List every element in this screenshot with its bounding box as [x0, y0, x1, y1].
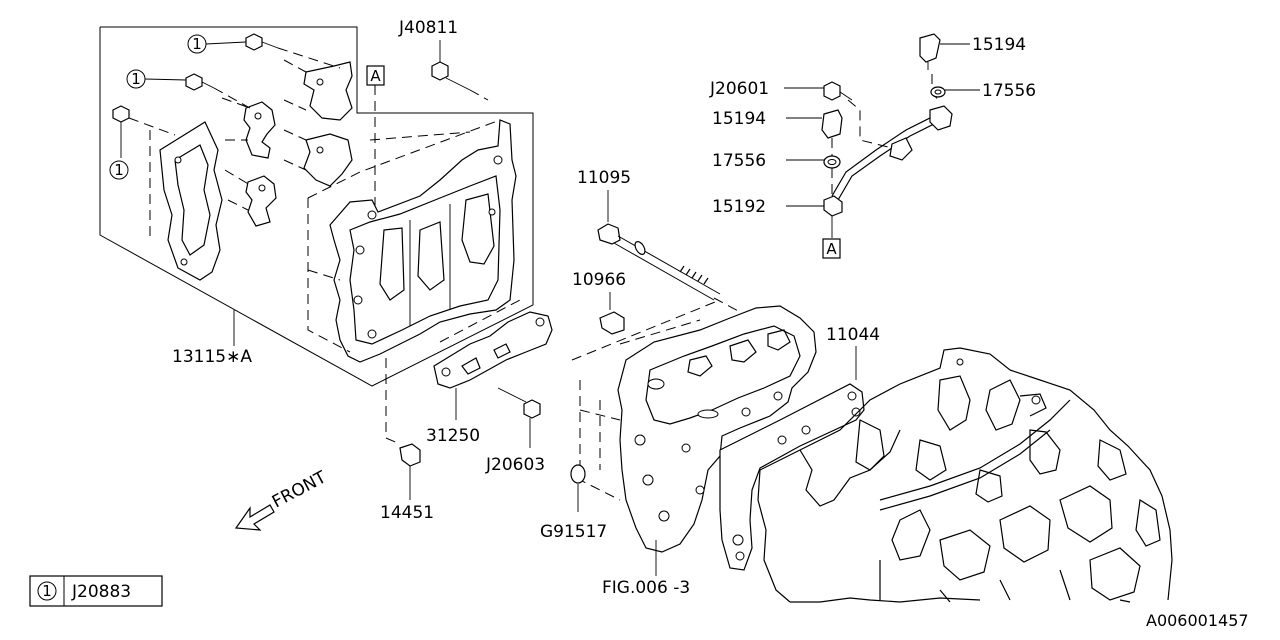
callout-j20601-label: J20601 — [709, 79, 769, 99]
legend-symbol: 1 — [42, 582, 52, 600]
callout-13115a-label: 13115∗A — [172, 347, 252, 367]
legend-part: J20883 — [71, 582, 131, 602]
bolt-11095: 11095 — [577, 168, 741, 313]
callout-14451-label: 14451 — [380, 503, 434, 523]
callout-fig-label: FIG.006 -3 — [602, 578, 690, 598]
cylinder-head-left — [329, 119, 517, 363]
front-arrow: FRONT — [234, 467, 330, 531]
callout-j20603-label: J20603 — [485, 455, 545, 475]
callout-31250-label: 31250 — [426, 426, 480, 446]
legend-box: 1 J20883 — [29, 575, 163, 607]
bolt-j20601: J20601 — [709, 79, 853, 101]
oring-g91517: G91517 — [540, 464, 607, 542]
bolt-15194-lower: 15194 — [712, 109, 843, 156]
part-14451: 14451 — [380, 358, 434, 523]
gasket-11044: 11044 — [719, 325, 880, 571]
svg-text:A: A — [370, 67, 381, 85]
callout-10966-label: 10966 — [572, 270, 626, 290]
cam-cap-alignment-lines — [149, 59, 307, 240]
washer-17556-lower: 17556 — [712, 151, 841, 196]
cam-cap-3 — [303, 61, 353, 121]
circle-1-ref: 1 — [114, 161, 124, 179]
svg-text:A: A — [826, 240, 837, 258]
washer-17556-top: 17556 — [930, 81, 1036, 101]
callout-15194b-label: 15194 — [712, 109, 766, 129]
callout-15192-label: 15192 — [712, 197, 766, 217]
cam-cap-4 — [303, 133, 353, 187]
bolt-circle1-c: 1 — [109, 105, 176, 180]
dowel-10966: 10966 — [572, 270, 626, 335]
bolt-circle1-a: 1 — [187, 33, 341, 69]
callout-11095-label: 11095 — [577, 168, 631, 188]
cam-cap-group-frame — [99, 26, 534, 387]
cylinder-head-left-dashes — [307, 119, 501, 353]
callout-13115a: 13115∗A — [172, 310, 252, 367]
bolt-15194-top: 15194 — [919, 33, 1026, 70]
union-15192: 15192 — [712, 195, 843, 238]
callout-fig006-3: FIG.006 -3 — [602, 540, 690, 598]
bolt-j20603: J20603 — [485, 387, 545, 475]
callout-17556a-label: 17556 — [982, 81, 1036, 101]
callout-17556b-label: 17556 — [712, 151, 766, 171]
callout-11044-label: 11044 — [826, 325, 880, 345]
circle-1-ref: 1 — [192, 35, 202, 53]
part-31250: 31250 — [426, 299, 553, 446]
callout-15194a-label: 15194 — [972, 35, 1026, 55]
cam-cap-2 — [245, 175, 277, 227]
ref-a-right: A — [822, 238, 841, 259]
cam-cap-1 — [243, 101, 276, 159]
callout-j40811-label: J40811 — [398, 18, 458, 38]
cylinder-head-main — [617, 305, 817, 553]
circle-1-ref: 1 — [131, 70, 141, 88]
ref-a-top: A — [366, 65, 385, 210]
bolt-circle1-b: 1 — [126, 69, 251, 109]
diagram-code: A006001457 — [1146, 611, 1249, 630]
front-label: FRONT — [269, 467, 330, 512]
engine-block — [757, 347, 1173, 603]
cam-cap-cover-left — [159, 121, 223, 281]
bolt-j40811: J40811 — [398, 18, 489, 101]
oil-pipe-assembly — [831, 74, 953, 201]
callout-g91517-label: G91517 — [540, 522, 607, 542]
